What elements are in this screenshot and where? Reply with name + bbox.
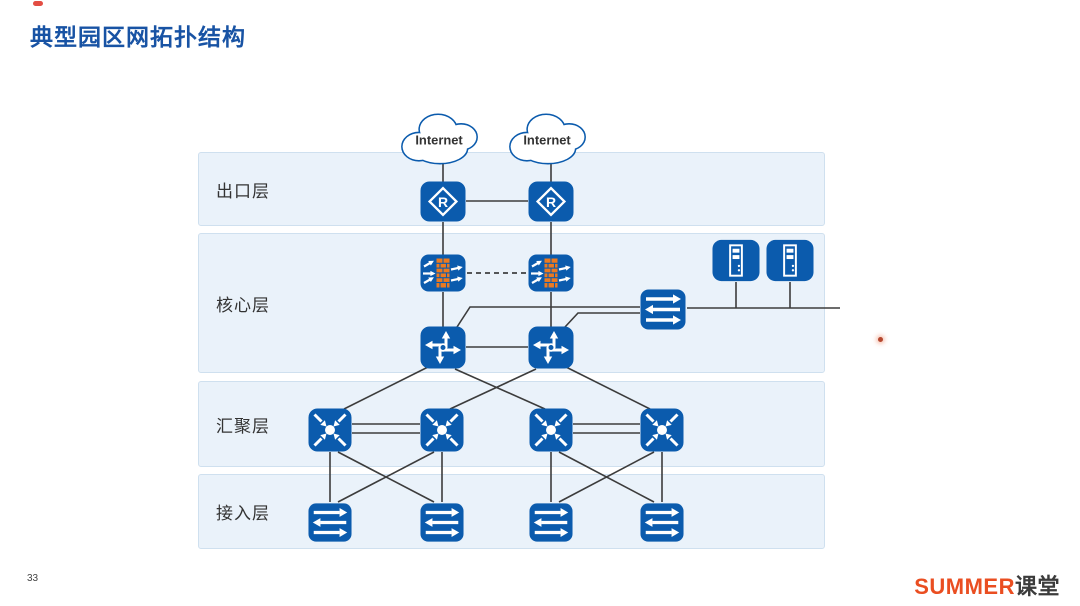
l3-switch-icon <box>528 326 574 369</box>
internet-cloud-icon: Internet <box>502 108 594 168</box>
firewall-icon <box>528 254 574 292</box>
l2-switch-icon <box>639 289 687 330</box>
internet-cloud-label: Internet <box>415 133 463 148</box>
server-icon <box>712 239 760 282</box>
router-letter: R <box>438 194 448 210</box>
internet-cloud-label: Internet <box>523 133 571 148</box>
l2-switch-icon <box>529 502 573 543</box>
layer-label-core: 核心层 <box>216 295 270 315</box>
aggregation-switch-icon <box>420 408 464 452</box>
aggregation-switch-icon <box>640 408 684 452</box>
layer-label-egress: 出口层 <box>216 181 270 201</box>
server-icon <box>766 239 814 282</box>
aggregation-switch-icon <box>529 408 573 452</box>
router-letter: R <box>546 194 556 210</box>
layer-band-aggregation: 汇聚层 <box>198 381 825 467</box>
aggregation-switch-icon <box>308 408 352 452</box>
router-icon: R <box>420 181 466 222</box>
l2-switch-icon <box>420 502 464 543</box>
layer-label-aggregation: 汇聚层 <box>216 416 270 436</box>
record-indicator-dot <box>33 1 43 6</box>
internet-cloud-icon: Internet <box>394 108 486 168</box>
brand-ketang-text: 课堂 <box>1014 574 1060 599</box>
layer-label-access: 接入层 <box>216 504 270 523</box>
layer-band-access: 接入层 <box>198 474 825 549</box>
page-title: 典型园区网拓扑结构 <box>30 24 246 50</box>
l3-switch-icon <box>420 326 466 369</box>
brand-logo: SUMMER课堂 <box>914 569 1060 601</box>
l2-switch-icon <box>640 502 684 543</box>
layer-band-egress: 出口层 <box>198 152 825 226</box>
l2-switch-icon <box>308 502 352 543</box>
page-number: 33 <box>27 573 39 584</box>
brand-summer-text: SUMMER <box>914 574 1015 599</box>
router-icon: R <box>528 181 574 222</box>
firewall-icon <box>420 254 466 292</box>
laser-pointer-dot <box>878 337 883 342</box>
